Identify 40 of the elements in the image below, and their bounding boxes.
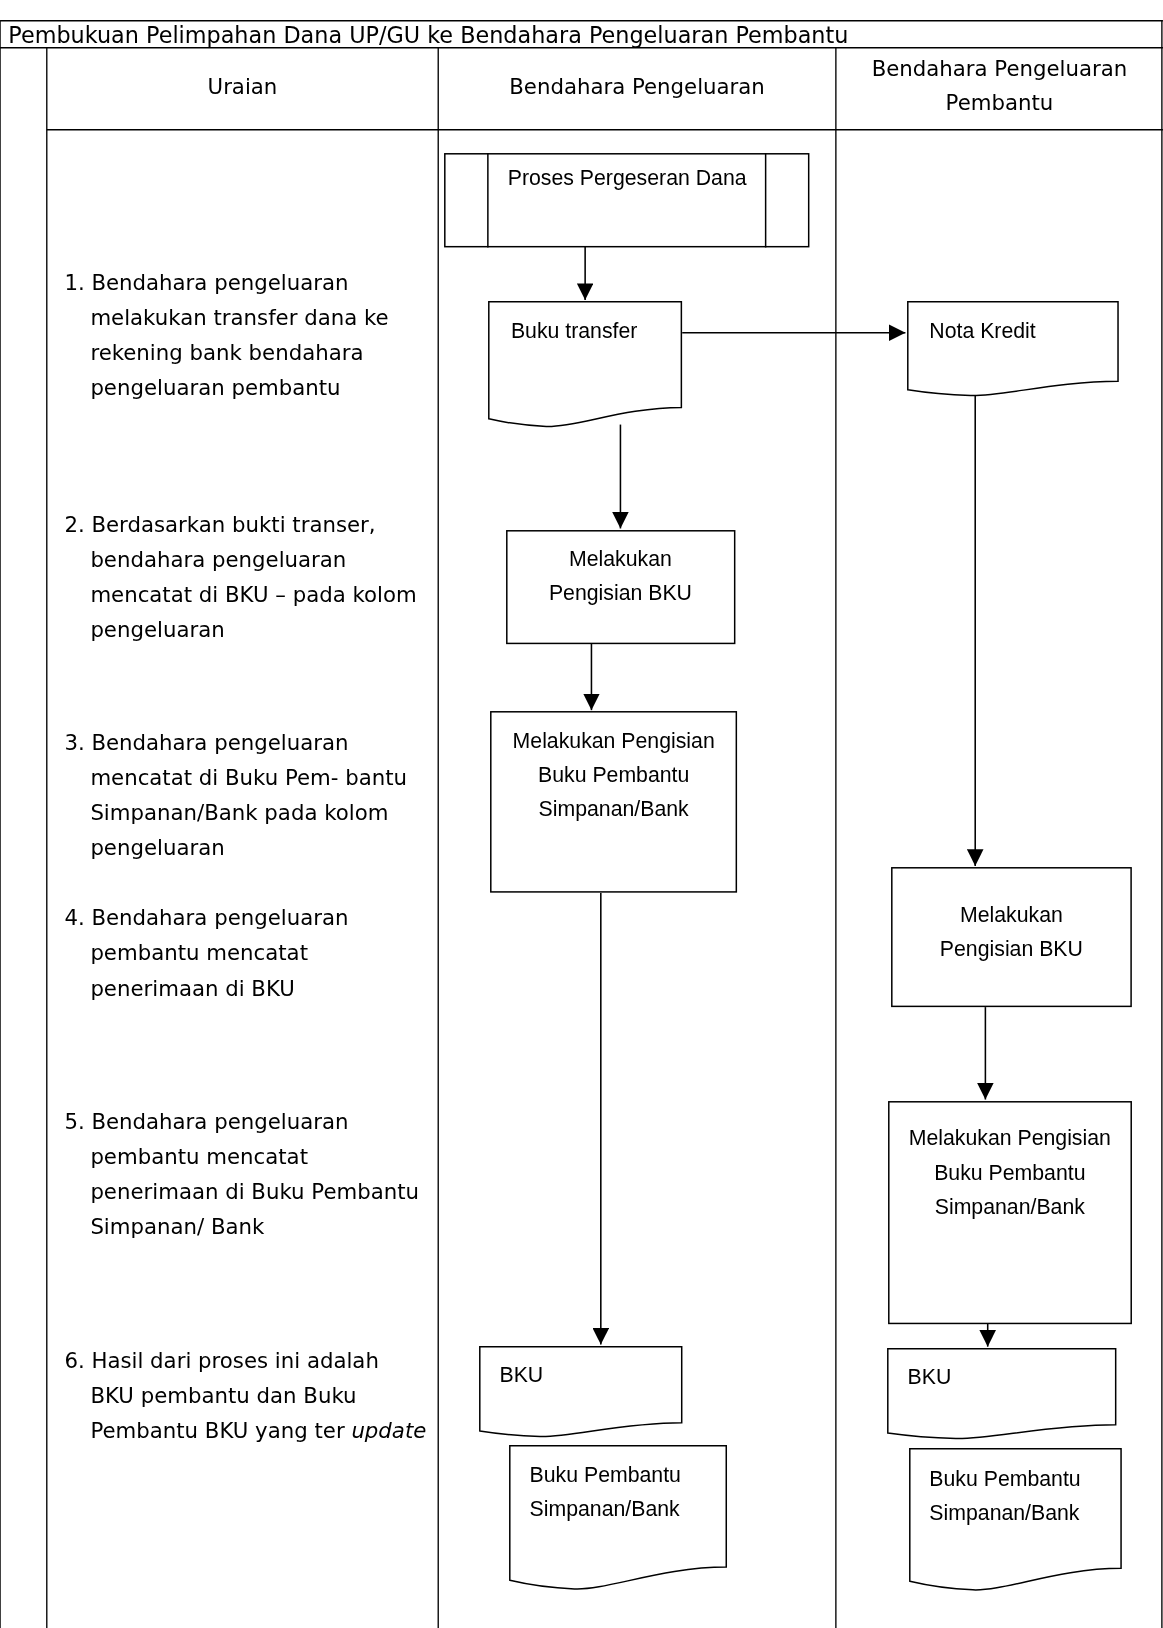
- node-text: Buku Pembantu Simpanan/Bank: [528, 1461, 682, 1523]
- node-text: Melakukan Pengisian BKU: [938, 902, 1084, 964]
- document-shape: [886, 1347, 1117, 1440]
- arrow: [681, 324, 907, 342]
- predefined-process-box: [444, 152, 810, 248]
- process-box: [890, 867, 1132, 1008]
- arrow: [576, 246, 594, 301]
- document-shape: [508, 1445, 727, 1591]
- process-box: [505, 529, 736, 644]
- node-text: Buku transfer: [509, 317, 639, 345]
- step-description: 2. Berdasarkan bukti transer, bendahara pengeluaran mencatat di BKU – pada kolom pengeluaran: [64, 510, 418, 645]
- node-text: Melakukan Pengisian Buku Pembantu Simpanan/Bank: [511, 727, 716, 823]
- arrow: [977, 1006, 994, 1101]
- arrow: [966, 394, 984, 867]
- table-title: Pembukuan Pelimpahan Dana UP/GU ke Bendahara Pengeluaran Pembantu: [8, 20, 850, 49]
- arrow: [592, 892, 610, 1346]
- document-shape: [478, 1345, 683, 1438]
- node-text: Nota Kredit: [928, 317, 1037, 345]
- document-shape: [488, 301, 683, 428]
- step-description: 5. Bendahara pengeluaran pembantu mencatat penerimaan di Buku Pembantu Simpanan/ Bank: [64, 1107, 420, 1242]
- node-text: BKU: [498, 1362, 545, 1390]
- column-header: Uraian: [206, 72, 279, 101]
- step-description: 1. Bendahara pengeluaran melakukan transfer dana ke rekening bank bendahara pengeluaran pembantu: [64, 268, 390, 403]
- node-text: Buku Pembantu Simpanan/Bank: [928, 1466, 1082, 1528]
- document-shape: [906, 301, 1119, 397]
- step-description: 6. Hasil dari proses ini adalah BKU pembantu dan Buku Pembantu BKU yang ter update: [64, 1346, 428, 1445]
- node-text: Proses Pergeseran Dana: [506, 164, 748, 192]
- arrow: [979, 1323, 996, 1348]
- step-description: 4. Bendahara pengeluaran pembantu mencatat penerimaan di BKU: [64, 904, 350, 1003]
- arrow: [583, 642, 600, 711]
- arrow: [612, 423, 629, 530]
- process-box: [887, 1100, 1132, 1324]
- column-header: Bendahara Pengeluaran: [508, 72, 766, 101]
- node-text: Melakukan Pengisian Buku Pembantu Simpanan/Bank: [907, 1125, 1112, 1221]
- document-shape: [908, 1447, 1122, 1591]
- node-text: BKU: [906, 1364, 953, 1392]
- column-header: Bendahara Pengeluaran Pembantu: [870, 54, 1129, 117]
- node-text: Melakukan Pengisian BKU: [547, 546, 693, 608]
- step-description: 3. Bendahara pengeluaran mencatat di Buku Pem- bantu Simpanan/Bank pada kolom pengeluaran: [64, 728, 409, 863]
- process-box: [490, 711, 738, 893]
